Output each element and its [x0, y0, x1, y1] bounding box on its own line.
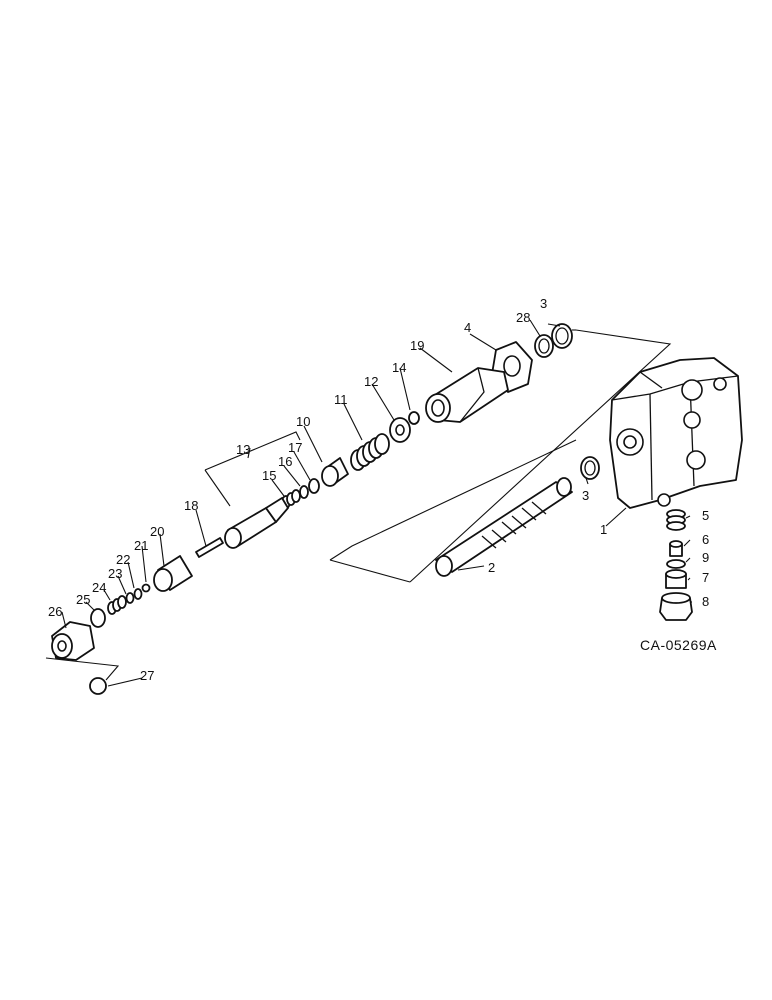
- callout-18: 18: [184, 498, 198, 513]
- part-27-plug: [89, 677, 107, 695]
- part-13-piston: [224, 497, 289, 549]
- part-19-cap-housing: [425, 367, 509, 423]
- callout-6: 6: [702, 532, 709, 547]
- callout-4: 4: [464, 320, 471, 335]
- leader-lines: [45, 319, 692, 687]
- callout-20: 20: [150, 524, 164, 539]
- part-21-ball: [141, 583, 151, 593]
- part-10-sleeve: [321, 457, 349, 487]
- part-9-o-ring: [666, 559, 686, 569]
- callout-3-upper: 3: [540, 296, 547, 311]
- part-28-seal-ring: [534, 334, 554, 358]
- callout-labels: 1 2 3 3 4 5 6 7 8 9 10 11 12 13 14 15 16…: [48, 296, 709, 683]
- part-25-nut: [90, 608, 106, 628]
- callout-14: 14: [392, 360, 406, 375]
- part-5-spring: [666, 509, 686, 531]
- part-18-pin: [195, 537, 224, 558]
- callout-1: 1: [600, 522, 607, 537]
- part-7-seat: [665, 569, 687, 589]
- part-22-ring: [133, 588, 143, 600]
- callout-28: 28: [516, 310, 530, 325]
- part-1-valve-body: [609, 357, 743, 509]
- callout-24: 24: [92, 580, 106, 595]
- callout-22: 22: [116, 552, 130, 567]
- callout-13: 13: [236, 442, 250, 457]
- part-16-ring: [299, 485, 309, 499]
- callout-8: 8: [702, 594, 709, 609]
- part-3-o-ring-upper: [551, 323, 573, 349]
- callout-5: 5: [702, 508, 709, 523]
- part-14-ring: [408, 411, 420, 425]
- reference-code: CA-05269A: [640, 637, 717, 653]
- part-20-plunger: [153, 555, 193, 592]
- callout-10: 10: [296, 414, 310, 429]
- callout-17: 17: [288, 440, 302, 455]
- callout-23: 23: [108, 566, 122, 581]
- callout-26: 26: [48, 604, 62, 619]
- part-24-spring: [107, 595, 127, 615]
- callout-12: 12: [364, 374, 378, 389]
- part-6-poppet: [669, 540, 683, 557]
- part-12-washer: [389, 417, 411, 443]
- part-23-ring: [125, 592, 135, 604]
- callout-25: 25: [76, 592, 90, 607]
- callout-21: 21: [134, 538, 148, 553]
- callout-3-lower: 3: [582, 488, 589, 503]
- part-17-ring: [308, 478, 320, 494]
- callout-7: 7: [702, 570, 709, 585]
- callout-2: 2: [488, 560, 495, 575]
- part-2-spool: [435, 477, 573, 577]
- part-26-end-cap: [51, 621, 95, 661]
- callout-11: 11: [334, 392, 348, 407]
- part-11-spring: [350, 433, 390, 471]
- callout-19: 19: [410, 338, 424, 353]
- part-8-plug-nut: [659, 592, 693, 621]
- callout-27: 27: [140, 668, 154, 683]
- callout-9: 9: [702, 550, 709, 565]
- callout-16: 16: [278, 454, 292, 469]
- callout-15: 15: [262, 468, 276, 483]
- part-3-o-ring-lower: [580, 456, 600, 480]
